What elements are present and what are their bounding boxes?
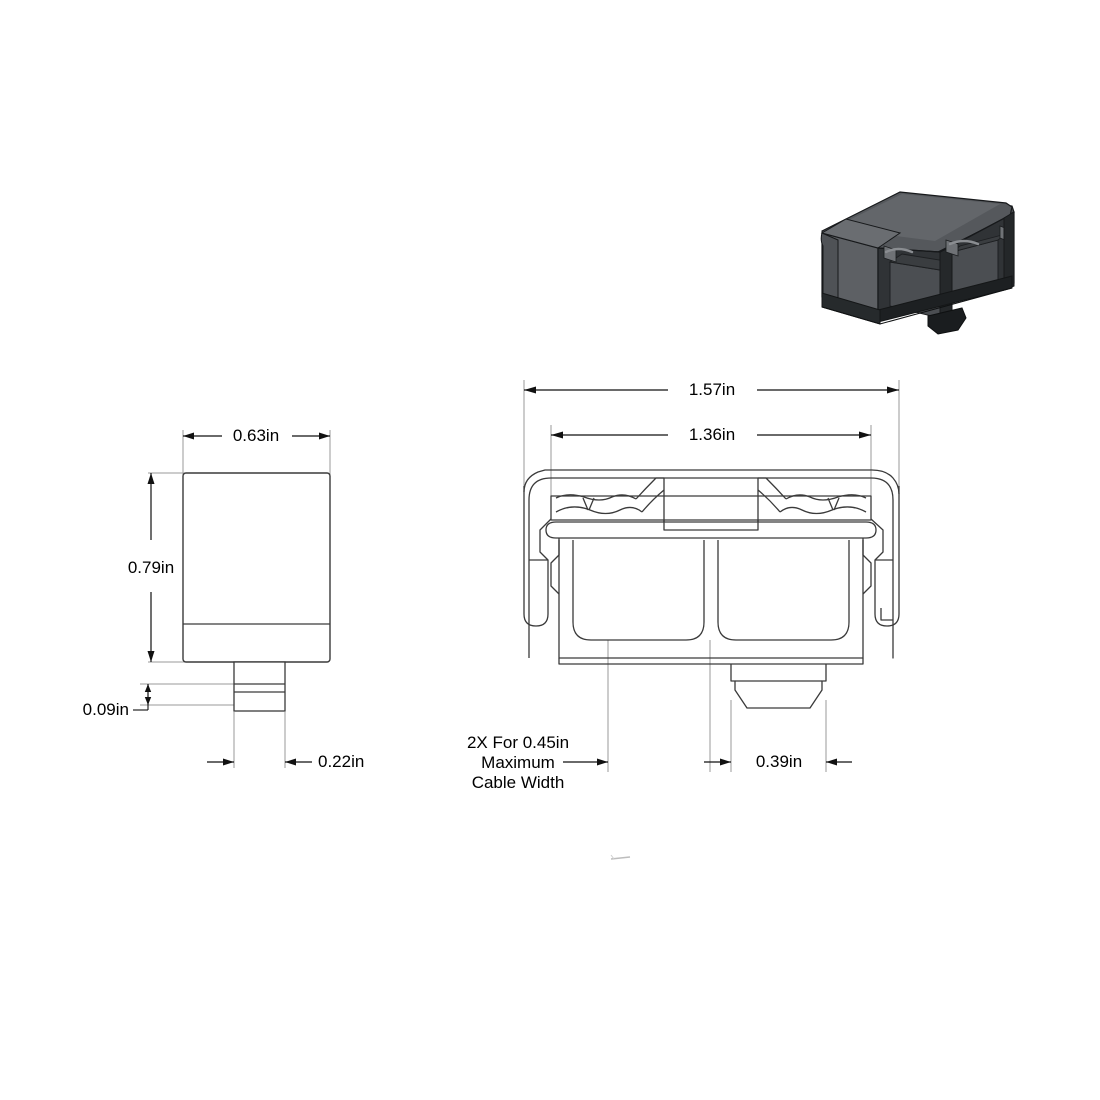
dimension-front-overall-width: 1.57in [524, 380, 899, 399]
dimension-label-0-39in: 0.39in [756, 752, 802, 771]
side-view-part-outline [182, 472, 331, 712]
dimension-label-0-09in: 0.09in [83, 700, 129, 719]
dimension-side-tab-height: 0.09in [83, 684, 152, 719]
cable-width-leader [563, 758, 608, 766]
dimension-side-height: 0.79in [128, 473, 174, 662]
note-line-1: 2X For 0.45in [467, 733, 569, 752]
note-cable-width: 2X For 0.45in Maximum Cable Width [467, 733, 569, 792]
stray-artifact [610, 854, 631, 860]
note-line-2: Maximum [481, 753, 555, 772]
front-view-part-outline [523, 469, 900, 709]
dimension-label-0-63in: 0.63in [233, 426, 279, 445]
dimension-side-tab-width: 0.22in [207, 752, 364, 771]
dimension-side-width: 0.63in [183, 426, 330, 445]
side-view: 0.63in 0.79in 0.09in 0.22in [83, 426, 365, 771]
front-section-view: 1.57in 1.36in 0.39in 2X For 0.45in Maxim… [467, 380, 900, 792]
note-line-3: Cable Width [472, 773, 565, 792]
dimension-front-foot-width: 0.39in [704, 752, 852, 771]
dimension-label-1-57in: 1.57in [689, 380, 735, 399]
side-view-extension-lines [140, 430, 331, 768]
dimension-label-0-22in: 0.22in [318, 752, 364, 771]
dimension-front-inner-width: 1.36in [551, 425, 871, 444]
isometric-render [820, 191, 1015, 335]
dimension-label-1-36in: 1.36in [689, 425, 735, 444]
dimension-label-0-79in: 0.79in [128, 558, 174, 577]
